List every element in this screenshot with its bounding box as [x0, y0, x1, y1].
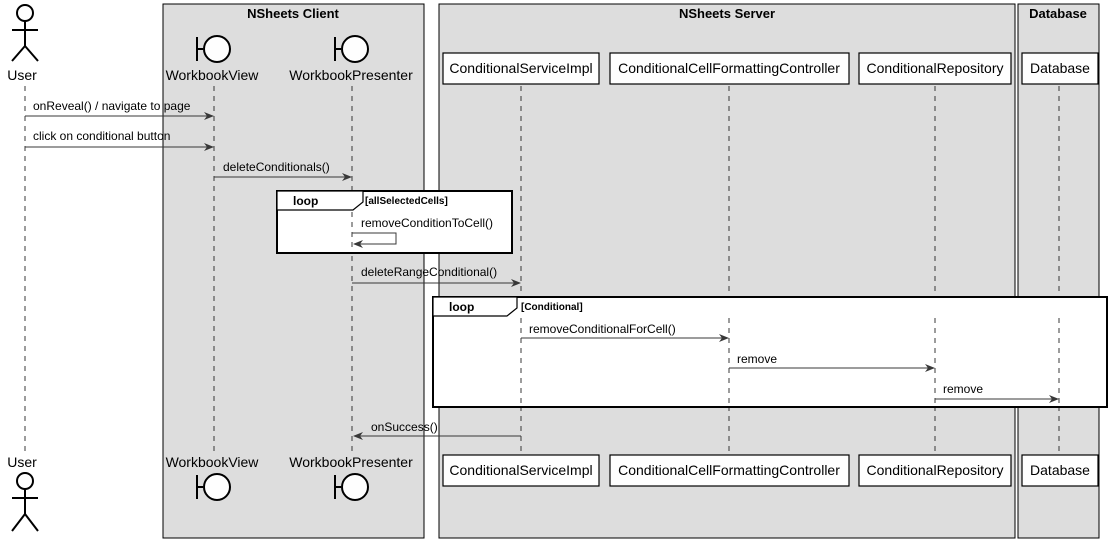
message-label: remove — [737, 352, 777, 366]
participant-conditional-service-impl: ConditionalServiceImpl — [442, 52, 600, 85]
message-remove-condition-to-cell: removeConditionToCell() — [352, 216, 493, 248]
participant-conditional-repository: ConditionalRepository — [858, 52, 1012, 85]
message-label: deleteRangeConditional() — [361, 265, 497, 279]
participant-name: ConditionalCellFormattingController — [618, 60, 840, 76]
boundary-icon — [334, 473, 369, 501]
message-label: removeConditionToCell() — [361, 216, 493, 230]
actor-icon — [11, 4, 39, 62]
box-nsheets-server: NSheets Server — [438, 3, 1016, 539]
participant-user: User — [7, 4, 39, 83]
participant-workbook-view-bottom: WorkbookView — [166, 454, 260, 501]
participant-database-bottom: Database — [1021, 454, 1099, 487]
loop-guard: [allSelectedCells] — [365, 196, 448, 207]
message-onreveal: onReveal() / navigate to page — [25, 99, 214, 120]
loop-frame-all-selected-cells: loop [allSelectedCells] — [276, 190, 513, 254]
participant-name: WorkbookView — [166, 67, 260, 83]
message-on-success: onSuccess() — [353, 420, 521, 440]
loop-keyword: loop — [449, 300, 474, 314]
message-label: onReveal() / navigate to page — [33, 99, 191, 113]
participant-name: WorkbookPresenter — [289, 454, 413, 470]
participant-name: ConditionalRepository — [867, 60, 1004, 76]
message-remove-database: remove — [935, 382, 1059, 403]
boundary-icon — [196, 35, 231, 63]
loop-guard: [Conditional] — [521, 302, 583, 313]
loop-keyword: loop — [293, 194, 318, 208]
boundary-icon — [334, 35, 369, 63]
boundary-icon — [196, 473, 231, 501]
message-label: onSuccess() — [371, 420, 438, 434]
box-title: NSheets Server — [679, 6, 775, 21]
participant-conditional-cell-formatting-controller: ConditionalCellFormattingController — [609, 52, 850, 85]
participant-name: Database — [1030, 60, 1090, 76]
participant-conditional-repository-bottom: ConditionalRepository — [858, 454, 1012, 487]
participant-name: User — [7, 67, 37, 83]
message-remove-repository: remove — [729, 352, 935, 372]
message-label: deleteConditionals() — [223, 160, 330, 174]
message-label: remove — [943, 382, 983, 396]
participant-name: Database — [1030, 462, 1090, 478]
participant-name: User — [7, 454, 37, 470]
box-nsheets-client: NSheets Client — [162, 3, 425, 539]
participant-name: WorkbookPresenter — [289, 67, 413, 83]
participant-name: ConditionalServiceImpl — [449, 60, 592, 76]
participant-name: ConditionalRepository — [867, 462, 1004, 478]
lifeline-overlays — [351, 212, 1060, 406]
participant-name: ConditionalCellFormattingController — [618, 462, 840, 478]
participant-name: WorkbookView — [166, 454, 260, 470]
message-click-conditional-button: click on conditional button — [25, 129, 214, 151]
box-title: Database — [1029, 6, 1087, 21]
loop-frame-conditional: loop [Conditional] — [432, 296, 1108, 408]
message-delete-range-conditional: deleteRangeConditional() — [352, 265, 521, 287]
message-remove-conditional-for-cell: removeConditionalForCell() — [521, 322, 729, 342]
participant-conditional-cell-formatting-controller-bottom: ConditionalCellFormattingController — [609, 454, 850, 487]
participant-workbook-view: WorkbookView — [166, 35, 260, 83]
actor-icon — [11, 472, 39, 532]
message-delete-conditionals: deleteConditionals() — [214, 160, 352, 181]
messages: onReveal() / navigate to page click on c… — [25, 99, 1059, 440]
participant-conditional-service-impl-bottom: ConditionalServiceImpl — [442, 454, 600, 487]
message-label: removeConditionalForCell() — [529, 322, 676, 336]
participant-user-bottom: User — [7, 454, 39, 532]
participant-database: Database — [1021, 52, 1099, 85]
participant-name: ConditionalServiceImpl — [449, 462, 592, 478]
message-label: click on conditional button — [33, 129, 170, 143]
box-title: NSheets Client — [247, 6, 339, 21]
participant-workbook-presenter: WorkbookPresenter — [289, 35, 413, 83]
participant-workbook-presenter-bottom: WorkbookPresenter — [289, 454, 413, 501]
